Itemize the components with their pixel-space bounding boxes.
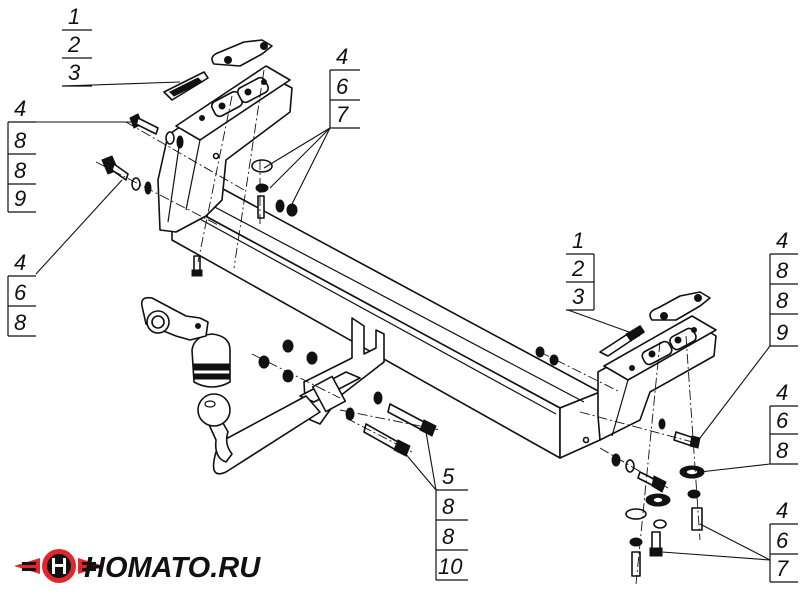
clamp-plate-left [211, 39, 273, 67]
callout-c6: 4 8 8 9 [769, 228, 798, 347]
callout-number: 7 [336, 102, 349, 127]
callout-number: 3 [572, 284, 585, 309]
ball-cap [191, 333, 231, 388]
callout-number: 2 [571, 256, 584, 281]
callout-c1: 1 2 3 [62, 4, 92, 87]
callout-number: 8 [14, 310, 27, 335]
center-fasteners [258, 339, 437, 457]
socket-plate [140, 296, 209, 341]
callout-number: 3 [68, 60, 81, 85]
vertical-bolts-left [191, 159, 298, 277]
callout-number: 6 [776, 408, 789, 433]
callout-number: 4 [776, 498, 788, 523]
callout-c5: 1 2 3 [566, 228, 595, 311]
bolt-left-lower [101, 155, 152, 195]
callout-number: 8 [442, 524, 455, 549]
callout-number: 1 [68, 4, 80, 29]
logo-emblem-icon [14, 549, 104, 583]
homato-logo: HOMATO.RU [14, 549, 261, 584]
callout-number: 8 [14, 158, 27, 183]
callout-number: 8 [776, 288, 789, 313]
callout-number: 2 [67, 32, 80, 57]
callout-number: 5 [442, 464, 455, 489]
tow-ball-arm [205, 317, 385, 475]
callout-number: 8 [442, 494, 455, 519]
callout-number: 7 [776, 556, 789, 581]
tow-ball [197, 393, 231, 427]
logo-text: HOMATO.RU [84, 552, 261, 584]
callout-number: 8 [14, 128, 27, 153]
callout-number: 8 [776, 438, 789, 463]
callout-c3: 4 6 8 [7, 250, 36, 337]
callout-c9: 5 8 8 10 [435, 464, 468, 581]
callout-number: 4 [336, 44, 348, 69]
bolt-left-upper [129, 113, 184, 149]
callout-number: 4 [14, 96, 26, 121]
vertical-bolts-right [625, 465, 705, 577]
callout-number: 6 [336, 74, 349, 99]
right-side-bracket [582, 315, 717, 444]
bolt-right-upper [658, 418, 701, 449]
callout-number: 4 [14, 250, 26, 275]
callout-number: 9 [14, 186, 26, 211]
callout-number: 9 [776, 320, 788, 345]
cross-beam [171, 182, 601, 459]
callout-c4: 4 6 7 [329, 44, 360, 129]
center-lines [95, 69, 701, 585]
callout-c7: 4 6 8 [769, 380, 798, 465]
leader-lines [10, 81, 771, 561]
callout-number: 4 [776, 380, 788, 405]
callout-number: 4 [776, 228, 788, 253]
right-fasteners [535, 291, 711, 577]
callout-number: 10 [438, 554, 463, 579]
bolt-right-lower [611, 453, 667, 493]
callout-number: 6 [776, 528, 789, 553]
callout-c8: 4 6 7 [769, 498, 798, 583]
callout-number: 8 [776, 258, 789, 283]
clamp-plate-right [649, 291, 711, 321]
left-fasteners [101, 39, 298, 277]
callout-c2: 4 8 8 9 [7, 96, 36, 213]
callout-number: 6 [14, 280, 27, 305]
callout-number: 1 [572, 228, 584, 253]
